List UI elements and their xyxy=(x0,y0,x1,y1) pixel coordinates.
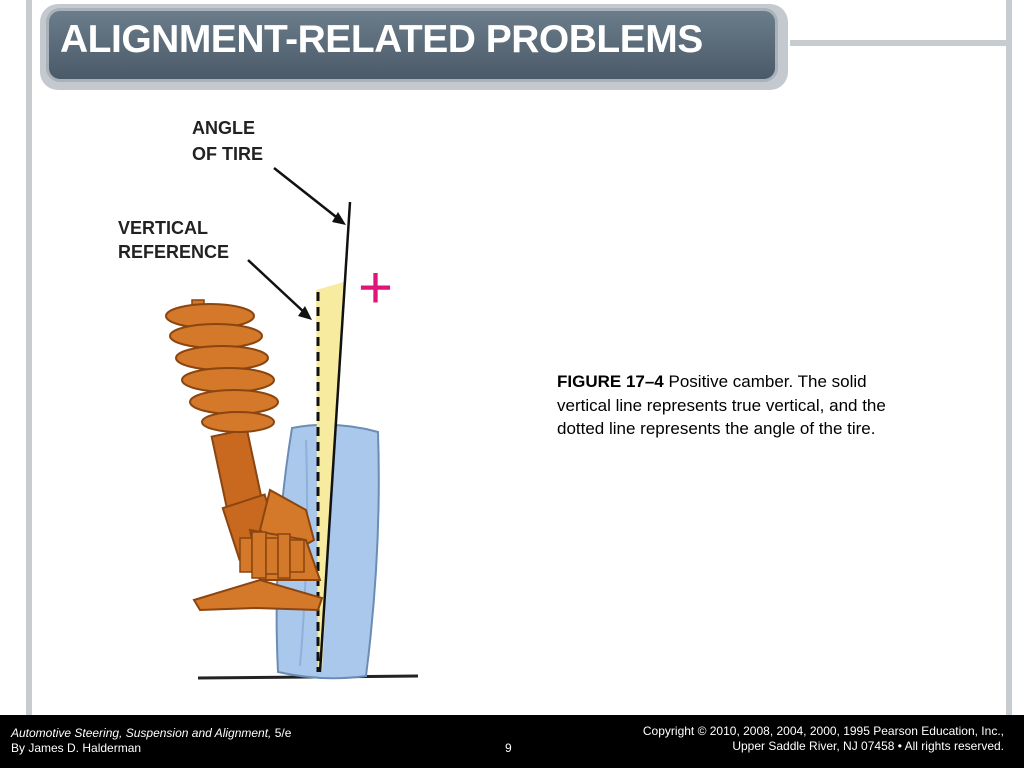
tire-angle-line xyxy=(318,201,352,673)
vertical-label-line2: REFERENCE xyxy=(118,242,229,262)
copyright-line2: Upper Saddle River, NJ 07458 • All right… xyxy=(732,739,1004,753)
lower-control-arm xyxy=(192,578,324,612)
angle-label-line2: OF TIRE xyxy=(192,144,263,164)
positive-sign: + xyxy=(358,254,393,321)
vertical-arrow xyxy=(247,259,312,320)
footer-author: By James D. Halderman xyxy=(11,741,142,755)
footer-bar: Automotive Steering, Suspension and Alig… xyxy=(0,715,1024,768)
angle-label-line1: ANGLE xyxy=(192,118,255,138)
vertical-label-line1: VERTICAL xyxy=(118,218,208,238)
page-number: 9 xyxy=(505,741,512,755)
cv-boot xyxy=(239,531,305,579)
top-rule xyxy=(790,40,1008,46)
figure-caption: FIGURE 17–4 Positive camber. The solid v… xyxy=(557,370,902,441)
book-title: Automotive Steering, Suspension and Alig… xyxy=(11,726,272,740)
camber-figure: ANGLE OF TIRE VERTICAL REFERENCE + xyxy=(110,110,430,690)
footer-book-title: Automotive Steering, Suspension and Alig… xyxy=(11,726,291,740)
caption-text: Positive camber. The solid vertical line… xyxy=(557,372,886,438)
camber-wedge xyxy=(316,282,344,672)
copyright-line1: Copyright © 2010, 2008, 2004, 2000, 1995… xyxy=(642,724,1004,738)
title-bar xyxy=(46,8,778,82)
figure-id: FIGURE 17–4 xyxy=(557,372,664,391)
book-edition: 5/e xyxy=(271,726,292,740)
angle-arrow xyxy=(273,167,346,225)
slide-title: ALIGNMENT-RELATED PROBLEMS xyxy=(60,18,703,61)
camber-illustration: ANGLE OF TIRE VERTICAL REFERENCE + xyxy=(118,118,419,680)
